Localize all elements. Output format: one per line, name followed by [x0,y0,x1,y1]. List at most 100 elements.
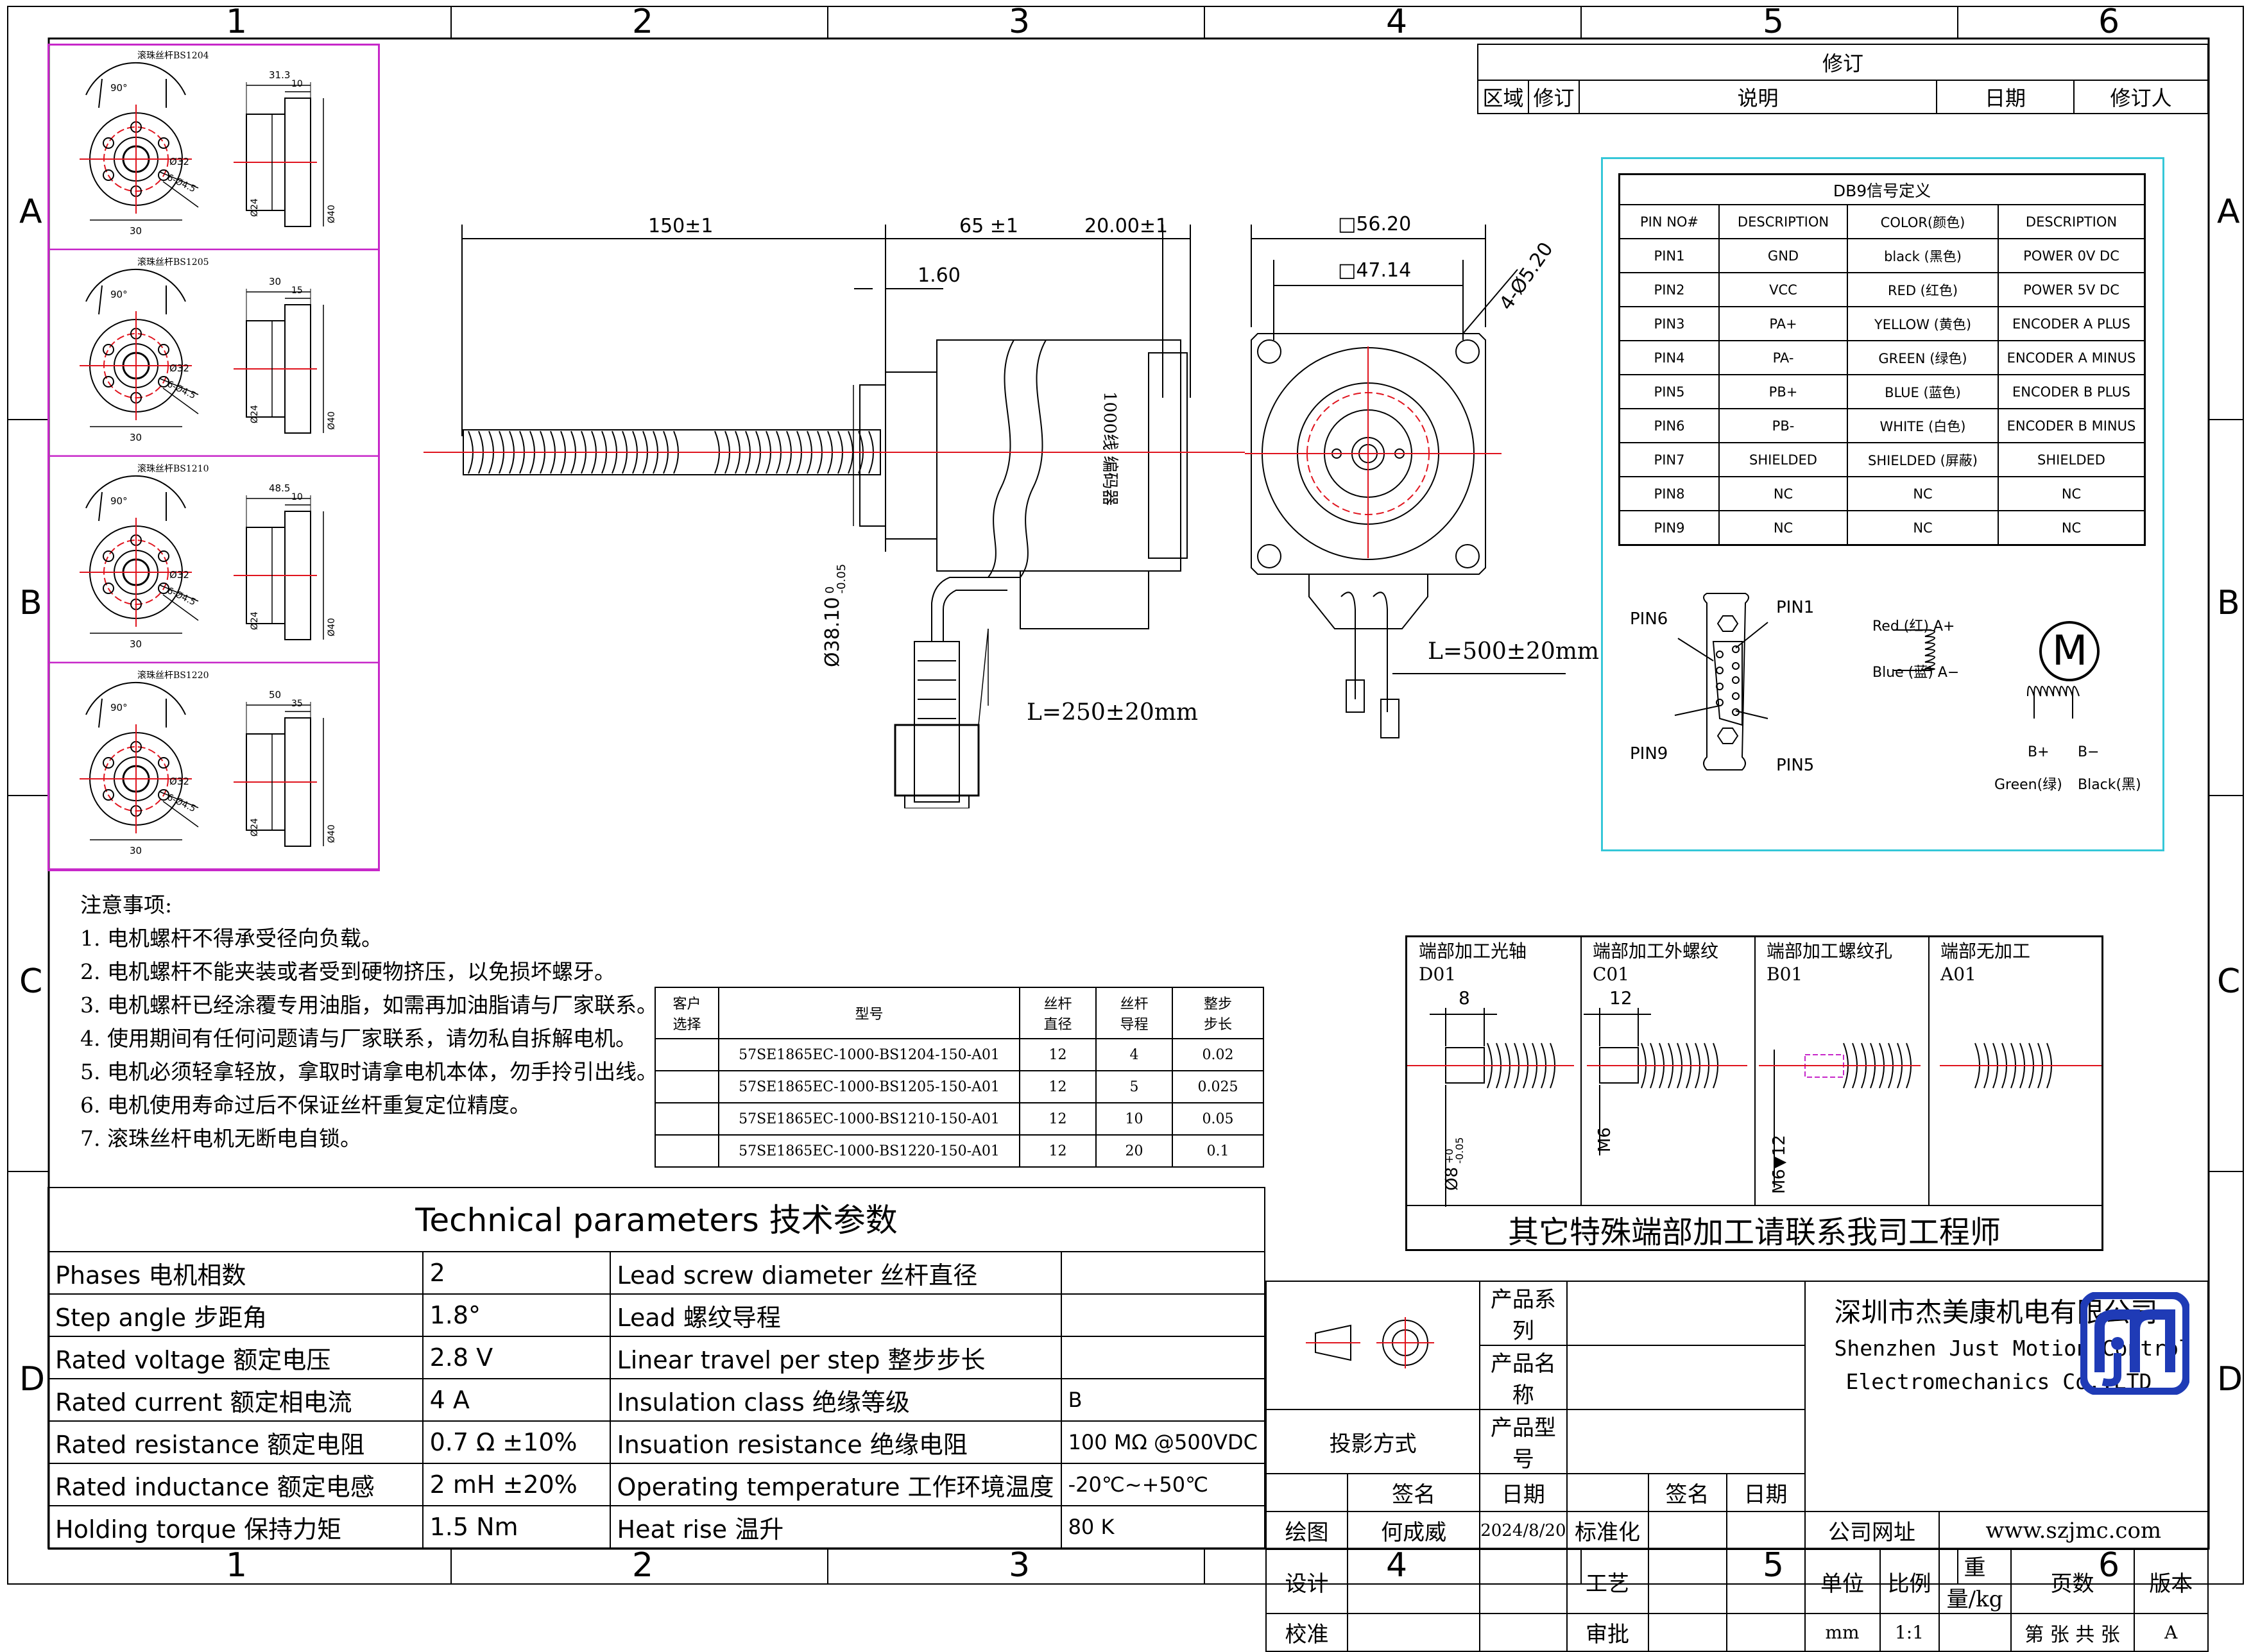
selection-header: 客户 选择 [655,987,719,1039]
variant-width: 30 [130,225,142,237]
selection-checkbox-cell[interactable] [655,1038,719,1071]
db9-table: DB9信号定义 PIN NO# DESCRIPTION COLOR(颜色) DE… [1618,173,2146,546]
company-logo [2080,1292,2189,1395]
screw-variant: 滚珠丝杆BS1205 90° Ø32 6-Ø4.5 30 30 15 Ø24 Ø… [47,250,380,457]
db9-header: DESCRIPTION [1998,204,2146,239]
end-machining-footer: 其它特殊端部加工请联系我司工程师 [1507,1214,2001,1250]
tech-param-value: 1.8° [422,1293,611,1337]
selection-header: 丝杆 导程 [1095,987,1173,1039]
pages-value: 第 张 共 张 [2010,1613,2135,1652]
variant-pcd: Ø32 [169,156,189,167]
revision-title: 修订 [1477,44,2209,81]
design-sign [1346,1549,1481,1614]
version-value: A [2133,1613,2209,1652]
motor-symbol: M [2052,627,2088,675]
tech-param-value: 2 [422,1251,611,1295]
end-c01-diameter: M6 [1595,1127,1614,1152]
sign-header-2: 签名 [1647,1473,1727,1512]
tech-param-value [1060,1251,1266,1295]
db9-cell: NC [1718,476,1848,511]
tech-param-value [1060,1336,1266,1379]
website-label: 公司网址 [1804,1511,1940,1550]
selection-cell: 57SE1865EC-1000-BS1210-150-A01 [718,1102,1020,1136]
end-type-code: C01 [1593,964,1630,985]
coil-black-label: Black(黑) [2078,777,2141,793]
check-sign [1346,1613,1481,1652]
process-label: 工艺 [1566,1549,1649,1614]
dim-inner: □47.14 [1338,259,1412,282]
selection-cell: 12 [1019,1038,1097,1071]
selection-checkbox-cell[interactable] [655,1102,719,1136]
db9-cell: NC [1847,510,1999,546]
tech-param-value: 0.7 Ω ±10% [422,1420,611,1464]
pin6-label: PIN6 [1630,609,1668,629]
variant-title: 滚珠丝杆BS1220 [137,670,209,681]
db9-cell: VCC [1718,272,1848,307]
dim-total: 150±1 [648,215,714,237]
end-type-name: 端部无加工 [1940,941,2031,962]
draw-label: 绘图 [1265,1511,1348,1550]
projection-label: 投影方式 [1265,1409,1481,1474]
variant-step: 10 [291,79,303,89]
sign-header: 签名 [1346,1473,1481,1512]
tech-param-value: 2 mH ±20% [422,1463,611,1506]
projection-symbol [1305,1316,1434,1368]
selection-cell: 0.025 [1172,1070,1264,1103]
motor-front-view [1245,225,1566,738]
end-d01-dia-value: Ø8 [1442,1166,1462,1191]
revision-header: 修订人 [2073,80,2209,114]
dim-flange: 1.60 [918,264,961,287]
tech-param-label: Insulation class 绝缘等级 [609,1378,1062,1422]
unit-label: 单位 [1804,1549,1881,1614]
unit-value: mm [1804,1613,1881,1652]
product-model-label: 产品型号 [1479,1409,1568,1474]
selection-cell: 0.1 [1172,1134,1264,1168]
db9-cell: ENCODER B MINUS [1998,408,2146,443]
tech-param-label: Rated inductance 额定电感 [47,1463,424,1506]
end-type-code: A01 [1940,964,1976,985]
variant-title: 滚珠丝杆BS1205 [137,257,209,268]
db9-cell: PIN2 [1618,272,1720,307]
cable-length-side: L=250±20mm [1027,699,1199,726]
pin5-label: PIN5 [1776,756,1815,775]
variant-d2: Ø40 [327,618,337,636]
date-header: 日期 [1479,1473,1568,1512]
coil-bplus-label: B+ [2028,744,2050,760]
variant-width: 30 [130,638,142,650]
selection-cell: 57SE1865EC-1000-BS1204-150-A01 [718,1038,1020,1071]
drawer-name: 何成威 [1346,1511,1481,1550]
blank-cell [1265,1473,1348,1512]
variant-title: 滚珠丝杆BS1210 [137,464,209,474]
tech-param-label: Lead 螺纹导程 [609,1293,1062,1337]
variant-length: 30 [269,276,282,287]
db9-cell: PIN1 [1618,238,1720,273]
tech-param-label: Rated current 额定相电流 [47,1378,424,1422]
selection-cell: 20 [1095,1134,1173,1168]
selection-checkbox-cell[interactable] [655,1070,719,1103]
tech-param-value: 100 MΩ @500VDC [1060,1420,1266,1464]
selection-checkbox-cell[interactable] [655,1134,719,1168]
selection-cell: 12 [1019,1102,1097,1136]
end-d01-length: 8 [1459,987,1470,1009]
dim-diameter-value: Ø38.10 [821,597,844,668]
db9-cell: PIN7 [1618,442,1720,477]
notes-block: 注意事项: 1. 电机螺杆不得承受径向负载。2. 电机螺杆不能夹装或者受到硬物挤… [80,889,658,1155]
tech-param-value: 1.5 Nm [422,1505,611,1549]
db9-cell: black (黑色) [1847,238,1999,273]
screw-variant: 滚珠丝杆BS1210 90° Ø32 6-Ø4.5 30 48.5 10 Ø24… [47,457,380,663]
tech-param-label: Rated resistance 额定电阻 [47,1420,424,1464]
product-model-value [1566,1409,1806,1474]
selection-cell: 57SE1865EC-1000-BS1220-150-A01 [718,1134,1020,1168]
tech-param-value: 2.8 V [422,1336,611,1379]
dim-outer: □56.20 [1338,213,1412,235]
dim-diameter: Ø38.10 0 -0.05 [821,564,848,667]
variant-angle: 90° [110,82,128,94]
